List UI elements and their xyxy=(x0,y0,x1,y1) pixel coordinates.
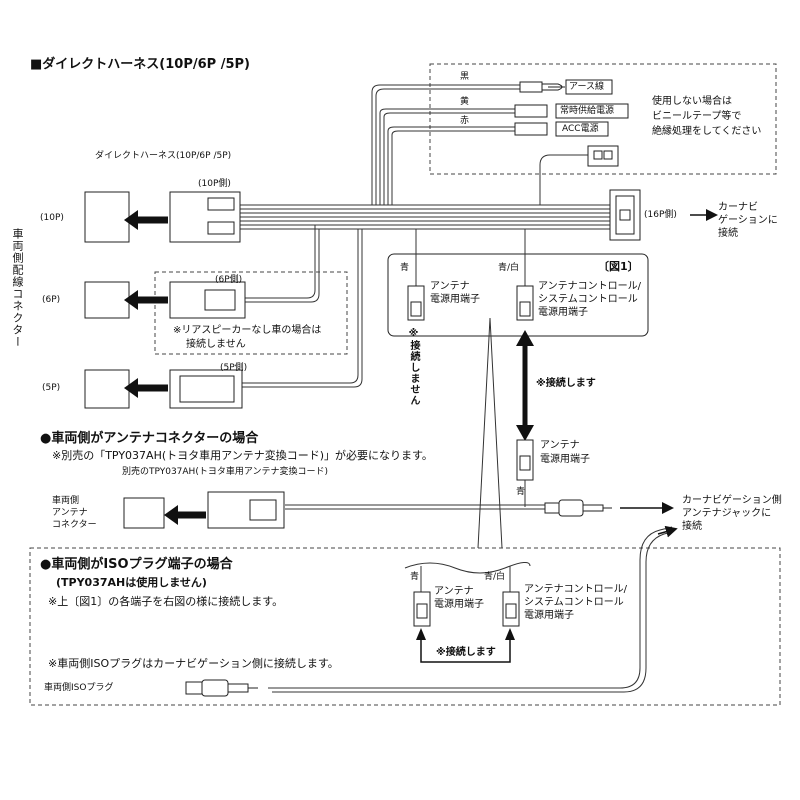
section2-note: ※上〔図1〕の各端子を右図の様に接続します。 xyxy=(48,595,284,608)
antenna-power-2: 電源用端子 xyxy=(540,454,590,465)
constant-power-sleeve xyxy=(514,104,548,118)
earth-label-box xyxy=(565,79,613,95)
power-wires xyxy=(371,84,520,205)
main-bundle xyxy=(240,204,610,230)
side-16p-label: (16P側) xyxy=(644,210,677,220)
tpy-cord-label: 別売のTPY037AH(トヨタ車用アンテナ変換コード) xyxy=(122,467,328,477)
vehicle-antenna-1: 車両側 xyxy=(52,496,80,506)
side-6p-label: (6P側) xyxy=(215,275,243,285)
section2-sub: (TPY037AHは使用しません) xyxy=(56,576,207,589)
iso-control-terminal xyxy=(502,591,520,627)
antenna-power-1: アンテナ xyxy=(540,440,580,451)
unused-note-1: 使用しない場合は xyxy=(652,96,732,107)
section2-heading: ●車両側がISOプラグ端子の場合 xyxy=(40,557,233,572)
unused-note-2: ビニールテープ等で xyxy=(652,111,742,122)
constant-label-box xyxy=(555,103,629,119)
fig1-control-label-3: 電源用端子 xyxy=(538,307,588,318)
navi-jack-1: カーナビゲーション側 xyxy=(682,495,782,506)
red-wire-label: 赤 xyxy=(460,116,470,126)
rear-speaker-note-2: 接続しません xyxy=(186,339,246,350)
fig1-no-connect: ※接続しません xyxy=(408,328,419,406)
vehicle-antenna-2: アンテナ xyxy=(52,508,88,518)
navi-jack-3: 接続 xyxy=(682,521,702,532)
iso-plug xyxy=(185,679,258,697)
navi-connect-2: ゲーションに xyxy=(718,215,778,226)
small-connector-wire xyxy=(539,154,590,205)
rear-speaker-box xyxy=(154,271,348,355)
conn-6p-label: (6P) xyxy=(42,295,61,305)
earth-wire-label: アース線 xyxy=(569,82,605,92)
connector-6p-harness xyxy=(169,281,246,319)
fig1-control-label-1: アンテナコントロール/ xyxy=(538,281,641,292)
unused-note-3: 絶縁処理をしてください xyxy=(652,126,762,137)
antenna-plug xyxy=(544,499,612,517)
blue-label-mid: 青 xyxy=(516,487,526,497)
iso-bluewhite-label: 青/白 xyxy=(484,572,506,582)
fig1-antenna-label-2: 電源用端子 xyxy=(430,294,480,305)
vehicle-side-connector-label: 車両側配線コネクター xyxy=(11,228,24,348)
fig1-title: 〔図1〕 xyxy=(598,260,639,273)
unused-wire-box xyxy=(429,63,777,175)
connector-10p-harness xyxy=(169,191,241,243)
acc-sleeve xyxy=(514,122,548,136)
side-5p-label: (5P側) xyxy=(220,363,248,373)
constant-power-label: 常時供給電源 xyxy=(560,106,615,116)
navi-jack-2: アンテナジャックに xyxy=(682,508,772,519)
iso-section-box xyxy=(29,547,781,706)
iso-note: ※車両側ISOプラグはカーナビゲーション側に接続します。 xyxy=(48,657,339,670)
iso-antenna-label-2: 電源用端子 xyxy=(434,599,484,610)
section1-heading: ●車両側がアンテナコネクターの場合 xyxy=(40,431,259,446)
acc-label-box xyxy=(555,121,609,137)
conn-10p-label: (10P) xyxy=(40,213,64,223)
fig1-antenna-label-1: アンテナ xyxy=(430,281,470,292)
vehicle-antenna-connector xyxy=(123,497,165,529)
iso-antenna-terminal xyxy=(413,591,431,627)
fig1-control-terminal xyxy=(516,285,534,321)
tpy-connector xyxy=(207,491,285,529)
rear-speaker-note-1: ※リアスピーカーなし車の場合は xyxy=(173,325,322,336)
side-10p-label: (10P側) xyxy=(198,179,231,189)
acc-power-label: ACC電源 xyxy=(562,124,599,134)
iso-control-label-3: 電源用端子 xyxy=(524,610,574,621)
fig1-blue-label: 青 xyxy=(400,263,410,273)
fig1-bluewhite-label: 青/白 xyxy=(498,263,520,273)
page-title: ■ダイレクトハーネス(10P/6P /5P) xyxy=(30,57,250,72)
yellow-wire-label: 黄 xyxy=(460,97,470,107)
navi-connect-3: 接続 xyxy=(718,228,738,239)
vehicle-6p xyxy=(84,281,130,319)
conn-5p-label: (5P) xyxy=(42,383,61,393)
iso-plug-label: 車両側ISOプラグ xyxy=(44,683,114,693)
connector-5p-harness xyxy=(169,369,243,409)
iso-antenna-label-1: アンテナ xyxy=(434,586,474,597)
iso-control-label-1: アンテナコントロール/ xyxy=(524,584,627,595)
small-connector xyxy=(587,145,619,167)
vehicle-10p xyxy=(84,191,130,243)
fig1-antenna-terminal xyxy=(407,285,425,321)
iso-connect-note: ※接続します xyxy=(436,647,496,658)
iso-control-label-2: システムコントロール xyxy=(524,597,624,608)
iso-blue-label: 青 xyxy=(410,572,420,582)
vehicle-antenna-3: コネクター xyxy=(52,520,97,530)
harness-label: ダイレクトハーネス(10P/6P /5P) xyxy=(95,151,232,161)
connector-16p xyxy=(609,189,641,241)
antenna-cable xyxy=(285,504,545,510)
connect-note: ※接続します xyxy=(536,378,596,389)
fig1-control-label-2: システムコントロール xyxy=(538,294,638,305)
mid-antenna-terminal xyxy=(516,439,534,481)
black-wire-label: 黒 xyxy=(460,72,470,82)
navi-connect-1: カーナビ xyxy=(718,202,758,213)
section1-note: ※別売の「TPY037AH(トヨタ車用アンテナ変換コード)」が必要になります。 xyxy=(52,449,433,462)
vehicle-5p xyxy=(84,369,130,409)
